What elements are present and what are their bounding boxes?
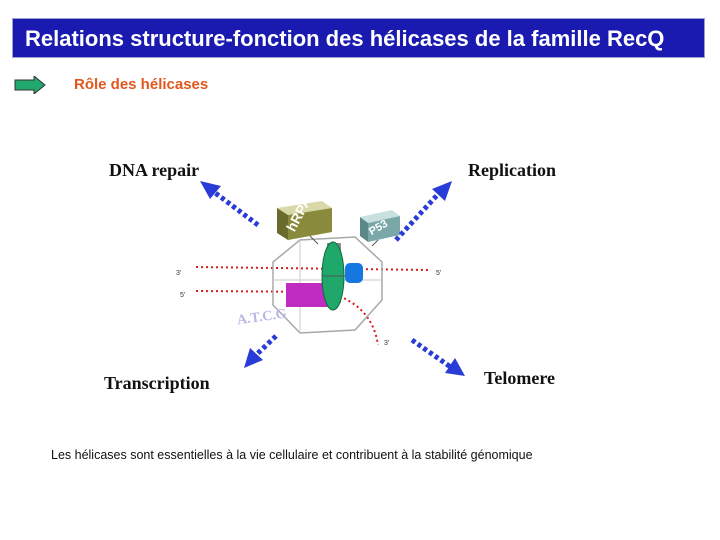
label-telomere: Telomere bbox=[484, 368, 555, 388]
label-transcription: Transcription bbox=[104, 373, 210, 393]
strand-label-bottom: 3' bbox=[384, 340, 390, 347]
arrow-shaft-transcription bbox=[253, 334, 278, 358]
title-bar: Relations structure-fonction des hélicas… bbox=[12, 18, 705, 58]
section-subtitle: Rôle des hélicases bbox=[74, 76, 209, 93]
label-replication: Replication bbox=[468, 160, 556, 180]
top-strand bbox=[195, 266, 431, 271]
helicase-octagon bbox=[272, 236, 383, 334]
hrpa-pointer bbox=[309, 235, 319, 245]
arrow-head-replication bbox=[432, 181, 452, 201]
green-arrow-icon bbox=[14, 76, 46, 94]
arrow-head-transcription bbox=[244, 348, 263, 368]
strand-label-left-top: 3' bbox=[176, 270, 182, 277]
magenta-domain bbox=[286, 283, 328, 307]
label-dna-repair: DNA repair bbox=[109, 160, 200, 180]
hrpa-box bbox=[277, 201, 332, 240]
arrow-shaft-telomere bbox=[410, 337, 454, 371]
p53-box bbox=[360, 210, 400, 242]
caption: Les hélicases sont essentielles à la vie… bbox=[51, 448, 533, 462]
arrow-shaft-dna-repair bbox=[212, 190, 260, 227]
page-title: Relations structure-fonction des hélicas… bbox=[25, 26, 665, 51]
arrow-head-dna-repair bbox=[200, 181, 221, 199]
arrow-shaft-replication bbox=[394, 190, 442, 242]
blue-domain bbox=[345, 263, 363, 283]
role-arrows bbox=[212, 190, 454, 371]
arrow-head-telomere bbox=[445, 358, 465, 376]
p53-pointer bbox=[371, 239, 379, 247]
strand-label-right: 5' bbox=[436, 270, 442, 277]
strand-label-left-bottom: 5' bbox=[180, 292, 186, 299]
